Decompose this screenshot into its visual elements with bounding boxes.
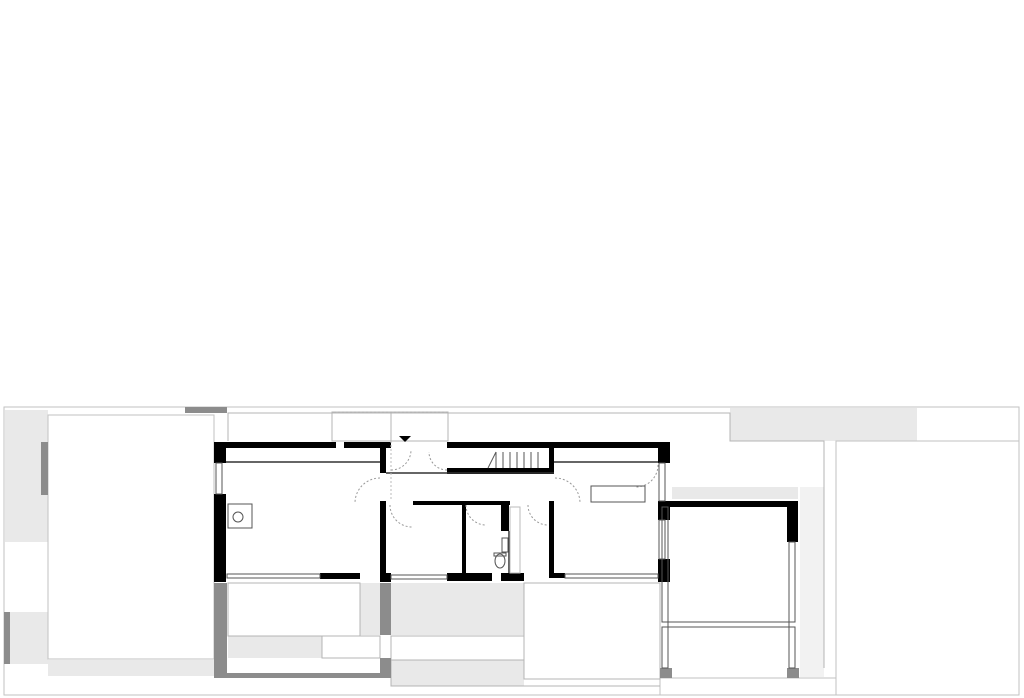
garden-wall-south [227,673,380,678]
pergola-corner-sw [660,668,672,678]
wall-bath-left [462,501,466,578]
outline-terrace-d [523,582,661,680]
wall-south-3 [447,573,492,581]
stove-icon [227,503,253,529]
dashed-lines [336,411,447,501]
sink-icon [501,537,509,553]
paving-east-strip [800,487,824,677]
outline-north [227,412,825,487]
terrace-south-2 [228,636,322,658]
wall-east-3 [658,559,670,582]
wall-stair-right [549,448,554,472]
paving-east [672,487,798,499]
garden-wall-west-1 [41,442,48,495]
wall-south-5 [549,573,565,578]
toilet-icon [493,552,507,569]
garden-wall-south-west [214,583,227,678]
stair-icon [487,451,539,469]
garden-wall-west-2 [4,612,10,664]
door-arc-kitchen [554,477,581,504]
wall-west-1 [214,442,226,463]
partitions [226,461,658,573]
door-arc-entry-right [428,451,448,471]
outline-terrace-b [321,635,381,659]
wall-south-4 [501,573,524,581]
paving-north-right [730,408,917,441]
door-arc-entry-left [390,449,412,471]
door-arc-wc [527,504,549,526]
wall-wc-right [549,501,554,578]
annex-window-south [667,621,790,628]
door-swings [354,449,659,528]
window-east-1 [658,462,666,502]
entrance-arrow-icon [399,436,411,442]
paving-left-upper [5,410,48,542]
pergola-post-west [661,626,669,669]
wall-hall-west-2 [380,501,386,581]
annex-wall-north [670,501,798,507]
garden-wall-mid [380,583,391,635]
door-arc-bath [465,504,487,526]
wall-east-1 [658,442,670,463]
wall-north-1 [214,442,336,448]
shower-icon [509,506,521,574]
paving-left-lower [5,612,48,664]
garden-walls [4,407,799,678]
wall-wc-left [501,501,509,531]
wall-stair-south [447,468,554,474]
terrace-south-4 [360,583,380,635]
window-south-kitchen [564,573,659,579]
annex-wall-east [787,501,798,542]
garden-wall-north [185,407,227,413]
garden-wall-mid-2 [380,658,391,678]
window-south-hall [390,574,448,580]
wall-north-2 [344,442,391,448]
pergola-post-east [788,626,796,669]
kitchen-counter-icon [590,485,646,503]
outline-terrace-a [227,582,361,637]
garden-lawn-left [47,414,215,660]
terrace-east [659,677,837,696]
door-arc-room [389,504,413,528]
wall-hall-west [380,442,386,473]
wall-corridor [413,501,510,505]
windows [215,462,796,669]
wall-south-2 [380,573,391,582]
door-arc-east [635,464,659,488]
paving-strip-south-left [48,660,214,676]
door-arc-living [354,477,381,504]
window-south-living [226,573,321,579]
outline-porch [331,411,449,442]
wall-north-3 [447,442,670,448]
structural-walls [214,442,798,582]
site-context [3,406,1020,696]
annex-window-west [661,506,669,623]
pergola-corner-se [787,668,799,678]
wall-south-1 [320,573,360,579]
wall-west-2 [214,494,226,582]
garden-east [835,440,1020,696]
terrace-south-1 [391,583,524,635]
outline-terrace-c [390,635,525,661]
window-west [215,462,223,495]
wall-east-2 [658,501,670,520]
annex-window-east [788,541,796,623]
terrace-south-3 [391,660,524,686]
